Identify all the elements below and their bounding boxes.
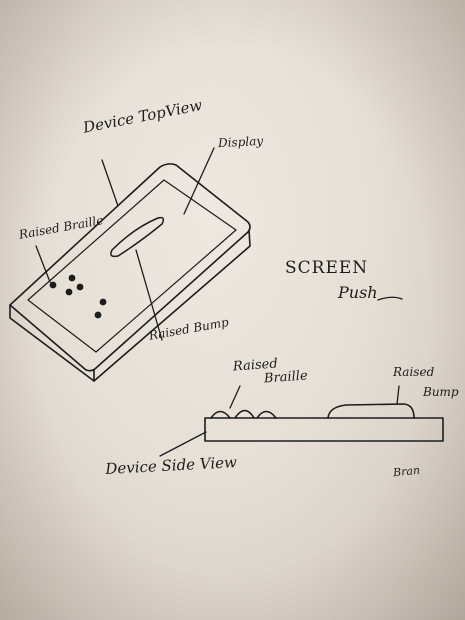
diagram-title-line2: Push — [338, 283, 378, 302]
device-front-edge — [9, 304, 95, 382]
device-side-body — [204, 417, 444, 442]
label-raised-braille-side-2: Braille — [263, 368, 309, 387]
raised-bump-top — [110, 216, 165, 258]
leader-raised-braille-side — [229, 385, 241, 409]
label-raised-bump-side-1: Raised — [393, 365, 435, 379]
device-display-bevel — [27, 179, 237, 353]
leader-raised-bump-side — [396, 385, 400, 405]
leader-raised-braille-top — [35, 245, 51, 283]
signature: Bran — [392, 463, 421, 480]
braille-dots-top — [49, 274, 107, 319]
raised-bump-side — [327, 403, 415, 419]
label-display: Display — [217, 133, 264, 151]
label-raised-bump-side-2: Bump — [423, 385, 459, 399]
device-top-face — [9, 163, 251, 372]
leader-top-view — [101, 159, 119, 207]
leader-raised-bump-top — [135, 249, 163, 341]
device-right-edge — [93, 229, 251, 382]
diagram-title-line1: SCREEN — [285, 258, 369, 278]
braille-dots-side — [210, 409, 277, 419]
title-underline — [377, 296, 403, 301]
leader-side-view — [159, 431, 207, 457]
leader-display — [183, 147, 215, 215]
